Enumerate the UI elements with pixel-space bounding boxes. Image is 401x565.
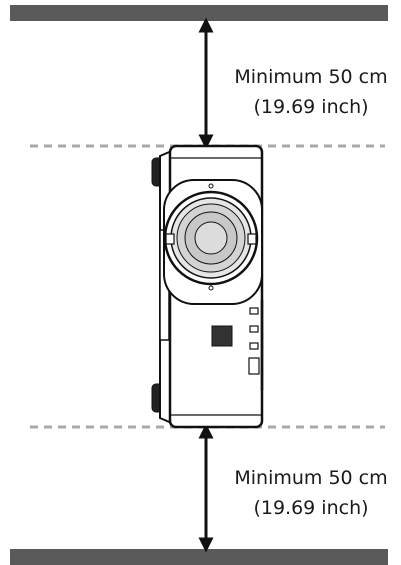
top-clearance-metric: Minimum 50 cm [234,66,388,88]
bottom-clearance-imperial: (19.69 inch) [253,497,369,519]
speaker-grille [211,325,233,347]
top-surface [10,5,388,21]
bottom-clearance-label: Minimum 50 cm (19.69 inch) [226,463,396,523]
top-clearance-imperial: (19.69 inch) [253,96,369,118]
lens-glass [194,221,228,255]
bottom-clearance-metric: Minimum 50 cm [234,467,388,489]
top-clearance-label: Minimum 50 cm (19.69 inch) [226,62,396,122]
projector-illustration [151,144,264,429]
bottom-surface [10,549,388,565]
